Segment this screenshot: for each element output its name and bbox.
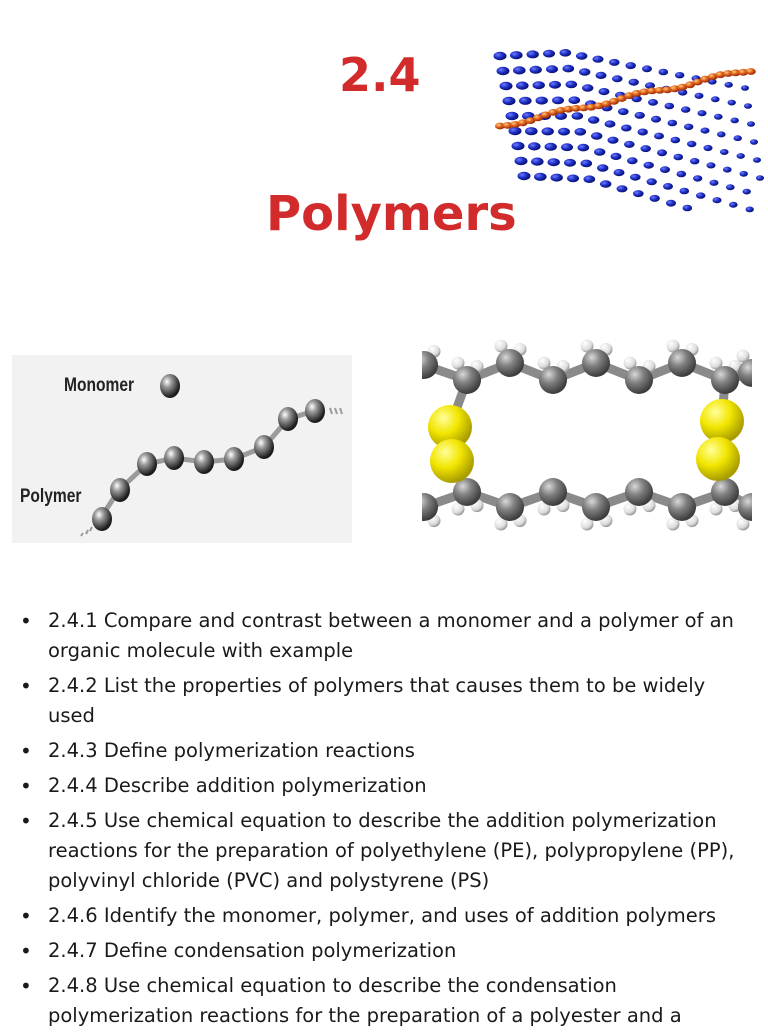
list-item: 2.4.6 Identify the monomer, polymer, and…: [18, 901, 753, 931]
list-item: 2.4.7 Define condensation polymerization: [18, 936, 753, 966]
learning-objectives-list: 2.4.1 Compare and contrast between a mon…: [18, 606, 753, 1036]
ball-and-stick-polymer-icon: [422, 339, 752, 531]
list-item: 2.4.8 Use chemical equation to describe …: [18, 971, 753, 1031]
list-item: 2.4.5 Use chemical equation to describe …: [18, 806, 753, 896]
polymer-chain-3d-icon: [493, 49, 764, 213]
list-item: 2.4.2 List the properties of polymers th…: [18, 671, 753, 731]
monomer-label: Monomer: [64, 375, 135, 396]
page-title: Polymers: [266, 186, 517, 242]
list-item: 2.4.1 Compare and contrast between a mon…: [18, 606, 753, 666]
list-item: 2.4.4 Describe addition polymerization: [18, 771, 753, 801]
section-number: 2.4: [339, 48, 421, 102]
bead-chain-icon: [80, 374, 343, 537]
list-item: 2.4.3 Define polymerization reactions: [18, 736, 753, 766]
monomer-polymer-figure: Monomer Polymer: [12, 355, 352, 543]
polymer-label: Polymer: [20, 486, 82, 507]
